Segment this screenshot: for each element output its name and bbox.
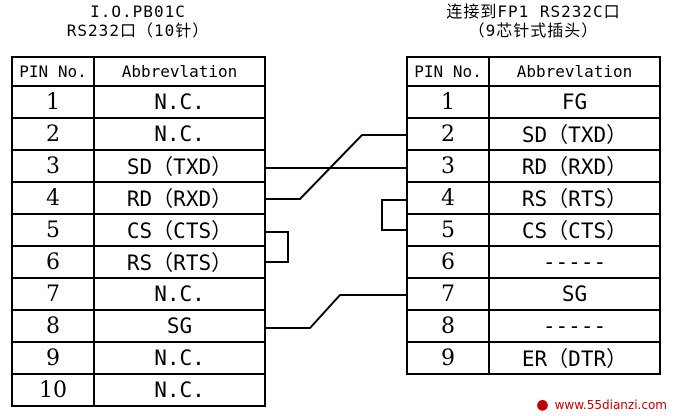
left-pin-cell: 10 [11, 373, 95, 407]
watermark-text: www.55dianzi.com [554, 398, 667, 412]
right-pin-cell: 7 [406, 277, 490, 311]
left-pin-cell: 9 [11, 341, 95, 375]
right-pin-cell: 8 [406, 309, 490, 343]
left-title: I.O.PB01C RS232口（10针） [12, 2, 264, 40]
left-pin-cell: 4 [11, 181, 95, 215]
left-pin-cell: 1 [11, 85, 95, 119]
right-pin-cell: 9 [406, 341, 490, 375]
right-title-line1: 连接到FP1 RS232C口 [446, 2, 621, 21]
wire-left8-right7 [266, 294, 406, 329]
loop-left5-left6 [266, 231, 289, 263]
right-abbr-cell: SD（TXD） [488, 117, 661, 151]
right-abbr-cell: ----- [488, 309, 661, 343]
left-title-line2: RS232口（10针） [66, 21, 210, 40]
right-abbr-cell: RD（RXD） [488, 149, 661, 183]
right-pin-cell: 6 [406, 245, 490, 279]
right-row: 8----- [406, 309, 661, 343]
right-abbr-cell: ER（DTR） [488, 341, 661, 375]
left-abbr-cell: SG [93, 309, 266, 343]
right-pin-cell: 4 [406, 181, 490, 215]
right-abbr-cell: SG [488, 277, 661, 311]
right-pin-cell: 5 [406, 213, 490, 247]
right-abbr-cell: CS（CTS） [488, 213, 661, 247]
right-row: 6----- [406, 245, 661, 279]
left-abbr-cell: N.C. [93, 373, 266, 407]
left-header-pin: PIN No. [11, 56, 95, 87]
left-pin-cell: 3 [11, 149, 95, 183]
left-pin-cell: 5 [11, 213, 95, 247]
right-title-line2: （9芯针式插头） [468, 21, 599, 40]
left-header-abbr: Abbrevlation [93, 56, 266, 87]
right-header-pin: PIN No. [406, 56, 490, 87]
left-header-row: PIN No. Abbrevlation [11, 56, 266, 87]
left-abbr-cell: N.C. [93, 117, 266, 151]
wire-left4-right2 [266, 134, 406, 200]
left-pin-cell: 7 [11, 277, 95, 311]
loop-right4-right5 [381, 199, 406, 231]
left-pin-cell: 8 [11, 309, 95, 343]
left-title-line1: I.O.PB01C [90, 2, 186, 21]
bullet-icon: ● [536, 397, 549, 413]
right-header-row: PIN No. Abbrevlation [406, 56, 661, 87]
right-header-abbr: Abbrevlation [488, 56, 661, 87]
left-abbr-cell: CS（CTS） [93, 213, 266, 247]
left-pin-cell: 6 [11, 245, 95, 279]
right-abbr-cell: ----- [488, 245, 661, 279]
left-abbr-cell: N.C. [93, 85, 266, 119]
right-abbr-cell: RS（RTS） [488, 181, 661, 215]
right-title: 连接到FP1 RS232C口 （9芯针式插头） [406, 2, 661, 40]
left-abbr-cell: RS（RTS） [93, 245, 266, 279]
left-abbr-cell: RD（RXD） [93, 181, 266, 215]
right-pin-cell: 2 [406, 117, 490, 151]
right-pin-cell: 3 [406, 149, 490, 183]
right-abbr-cell: FG [488, 85, 661, 119]
right-pin-cell: 1 [406, 85, 490, 119]
left-abbr-cell: N.C. [93, 277, 266, 311]
left-abbr-cell: N.C. [93, 341, 266, 375]
watermark: ● www.55dianzi.com [536, 397, 667, 413]
left-pin-cell: 2 [11, 117, 95, 151]
left-abbr-cell: SD（TXD） [93, 149, 266, 183]
